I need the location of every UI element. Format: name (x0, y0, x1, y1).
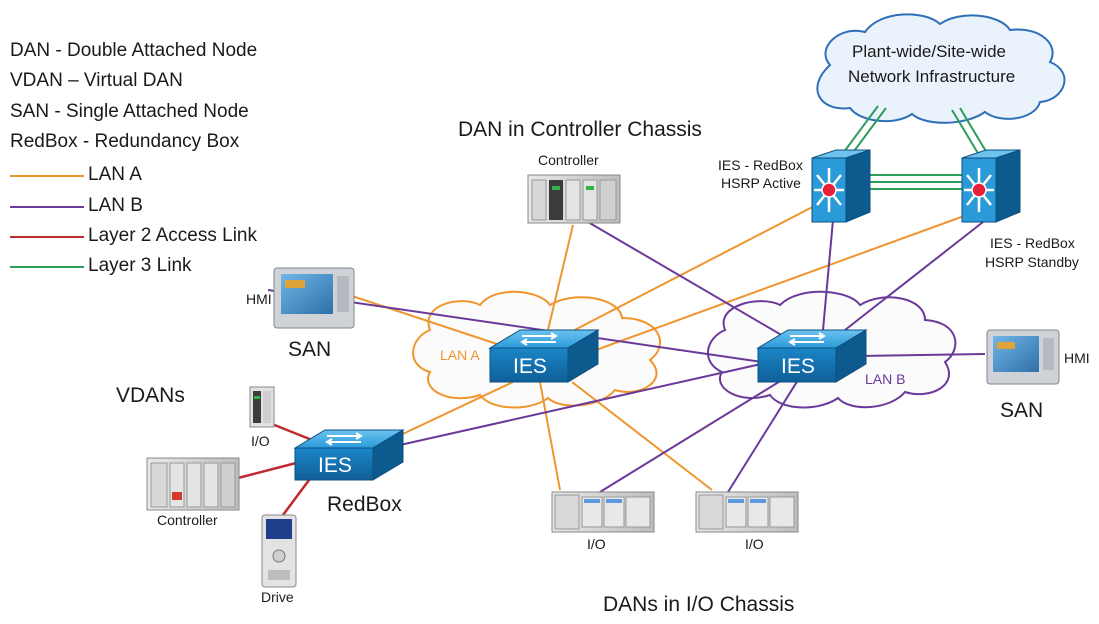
layer3-switch-standby (961, 149, 1021, 223)
label-san-left: SAN (288, 338, 332, 361)
label-ies-standby-2: HSRP Standby (985, 254, 1079, 270)
label-hmi-right: HMI (1064, 350, 1090, 366)
cloud-title-line1: Plant-wide/Site-wide (852, 42, 1007, 61)
hmi-left-device (273, 267, 355, 329)
label-vdans: VDANs (116, 384, 185, 407)
io-module-small (249, 386, 275, 428)
label-lan-a: LAN A (440, 347, 480, 363)
legend-san: SAN - Single Attached Node (10, 101, 249, 122)
legend-layer2: Layer 2 Access Link (88, 225, 257, 246)
label-controller-left: Controller (157, 512, 218, 528)
label-ies-active-2: HSRP Active (721, 175, 801, 191)
label-dans-io-chassis: DANs in I/O Chassis (603, 593, 795, 616)
lan-a-links (351, 199, 976, 491)
label-drive: Drive (261, 589, 294, 605)
legend-lan-b: LAN B (88, 195, 143, 216)
label-io-2: I/O (745, 536, 764, 552)
hmi-right-device (986, 329, 1060, 385)
cloud-title-line2: Network Infrastructure (848, 67, 1016, 86)
legend-swatch-layer2 (10, 236, 84, 238)
label-io-1: I/O (587, 536, 606, 552)
ies-switch-lan-a (488, 329, 600, 383)
layer3-switch-active (811, 149, 871, 223)
legend-layer3: Layer 3 Link (88, 255, 192, 276)
label-ies-active-1: IES - RedBox (718, 157, 803, 173)
plant-network-cloud (816, 13, 1066, 124)
legend-swatch-lan-a (10, 175, 84, 177)
label-ies-a: IES (513, 355, 547, 378)
controller-chassis-top (527, 174, 621, 224)
controller-chassis-left (146, 457, 240, 511)
legend-swatch-layer3 (10, 266, 84, 268)
label-ies-b: IES (781, 355, 815, 378)
legend-swatch-lan-b (10, 206, 84, 208)
io-chassis-1 (551, 491, 655, 533)
label-ies-redbox: IES (318, 454, 352, 477)
layer3-links (837, 105, 991, 190)
label-lan-b: LAN B (865, 371, 906, 387)
label-hmi-left: HMI (246, 291, 272, 307)
label-san-right: SAN (1000, 399, 1044, 422)
ies-switch-lan-b (756, 329, 868, 383)
legend-redbox: RedBox - Redundancy Box (10, 131, 240, 152)
label-redbox: RedBox (327, 493, 402, 516)
legend-dan: DAN - Double Attached Node (10, 40, 258, 61)
legend-vdan: VDAN – Virtual DAN (10, 70, 183, 91)
label-controller-top: Controller (538, 152, 599, 168)
io-chassis-2 (695, 491, 799, 533)
drive-device (261, 514, 297, 588)
legend-lan-a: LAN A (88, 164, 142, 185)
ies-switch-redbox (293, 429, 405, 481)
label-dan-controller-chassis: DAN in Controller Chassis (458, 118, 702, 141)
label-io-small: I/O (251, 433, 270, 449)
label-ies-standby-1: IES - RedBox (990, 235, 1075, 251)
